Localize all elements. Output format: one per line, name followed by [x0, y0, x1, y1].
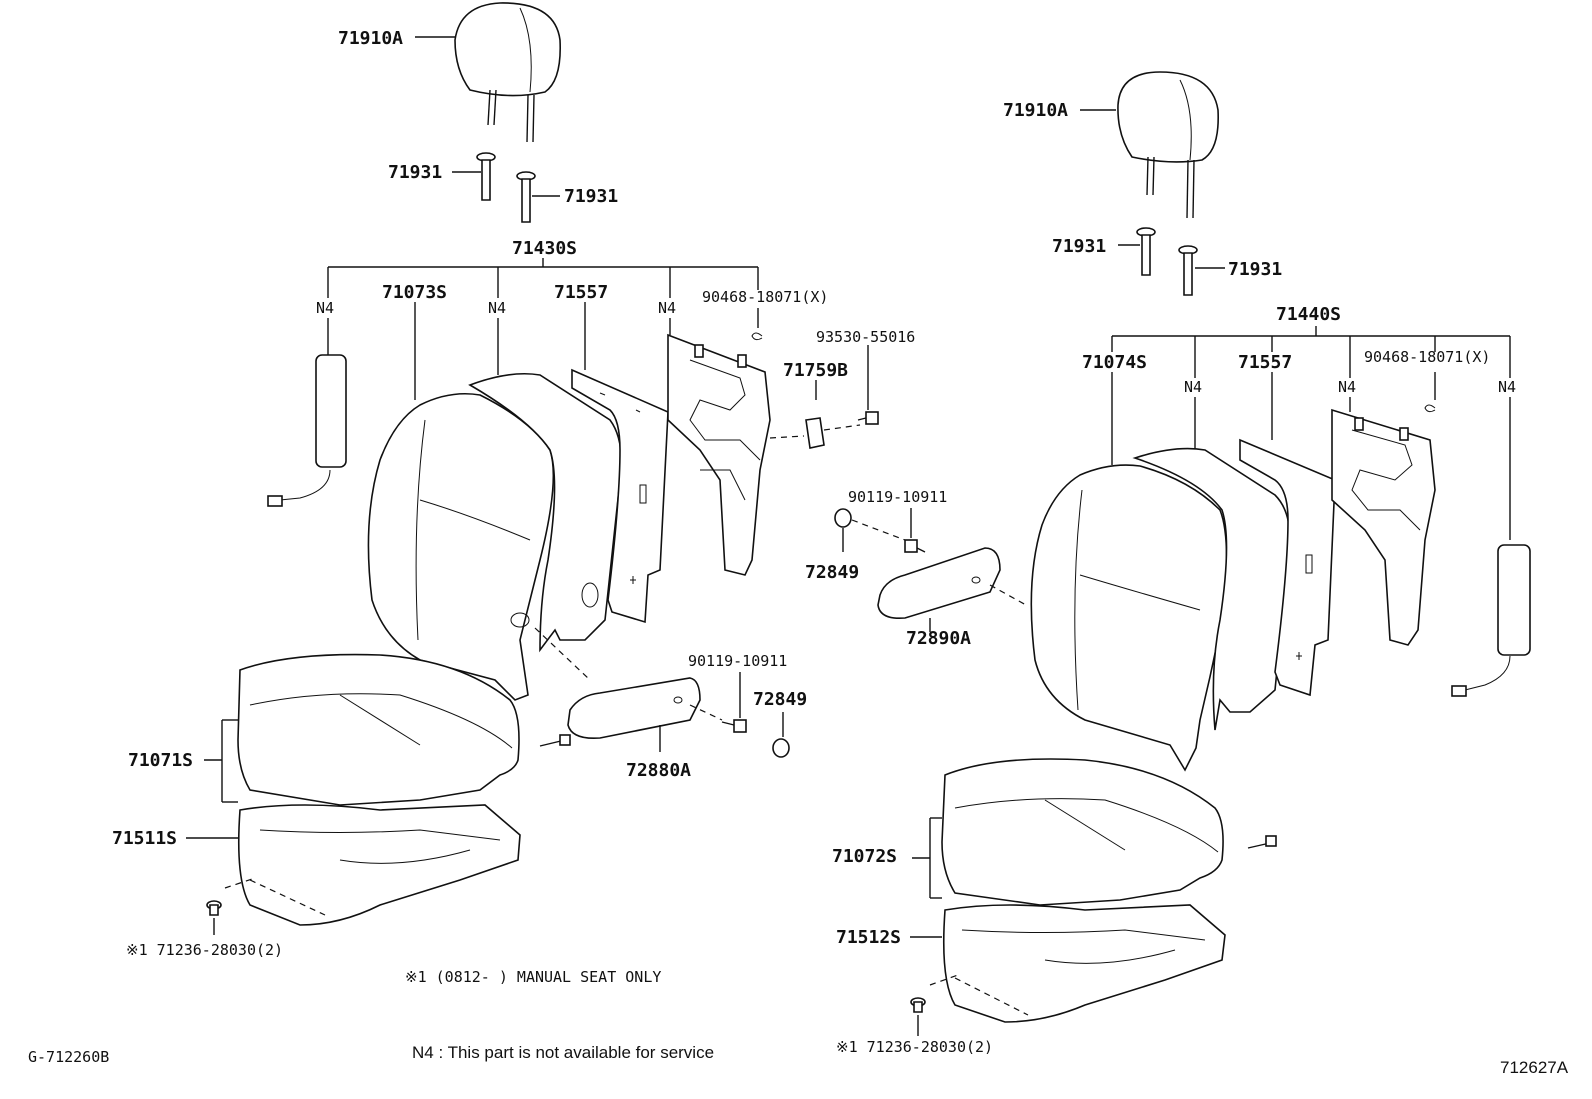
left-seatback-cover[interactable]: [367, 392, 555, 701]
left-side-airbag[interactable]: [267, 354, 347, 507]
left-armrest-bolt[interactable]: [721, 719, 747, 733]
left-seat-cushion[interactable]: [237, 653, 571, 806]
left-n4-1-label: N4: [316, 299, 334, 317]
right-n4-1-label: N4: [1184, 378, 1202, 396]
left-clip-label: 90468-18071(X): [702, 288, 828, 306]
right-seatback-frame[interactable]: [1331, 408, 1436, 646]
right-back-cover-label: 71074S: [1082, 352, 1147, 373]
right-bolt-label: 90119-10911: [848, 488, 947, 506]
left-armrest-cap[interactable]: [772, 738, 790, 758]
right-cushion-label: 71072S: [832, 846, 897, 867]
right-headrest-label: 71910A: [1003, 100, 1068, 121]
left-seatback-board[interactable]: [571, 368, 669, 624]
right-headrest-guide-1[interactable]: [1136, 227, 1156, 276]
left-headrest[interactable]: [454, 2, 562, 143]
right-back-assy-bracket: [1111, 326, 1511, 540]
right-cap-label: 72849: [805, 562, 859, 583]
right-reference-code: 712627A: [1500, 1058, 1569, 1077]
right-seatback-cover[interactable]: [1030, 464, 1228, 772]
left-headrest-label: 71910A: [338, 28, 403, 49]
right-headrest[interactable]: [1117, 71, 1219, 219]
left-n4-2-label: N4: [488, 299, 506, 317]
left-seatback-frame[interactable]: [667, 333, 771, 576]
right-armrest-label: 72890A: [906, 628, 971, 649]
right-headrest-guide-2[interactable]: [1178, 245, 1198, 296]
left-armrest-label: 72880A: [626, 760, 691, 781]
left-guide-2-label: 71931: [564, 186, 618, 207]
right-clip-label: 90468-18071(X): [1364, 348, 1490, 366]
left-back-pad-label: 71557: [554, 282, 608, 303]
left-cushion-bracket: [186, 719, 238, 839]
left-reference-code: G-712260B: [28, 1048, 109, 1066]
left-cushion-pad-label: 71511S: [112, 828, 177, 849]
right-labels: 71910A 71931 71931 71440S 71074S N4 7155…: [805, 100, 1516, 1056]
left-headrest-guide-2[interactable]: [516, 171, 536, 223]
left-cushion-label: 71071S: [128, 750, 193, 771]
footer-notes: ※1 (0812- ) MANUAL SEAT ONLY N4 : This p…: [28, 968, 1569, 1077]
left-headrest-guide-1[interactable]: [476, 152, 496, 201]
left-labels: 71910A 71931 71931 71430S N4 71073S N4 7…: [112, 28, 915, 959]
right-cushion-fastener[interactable]: [910, 997, 926, 1013]
right-fastener-label: ※1 71236-28030(2): [836, 1038, 993, 1056]
right-back-assy-label: 71440S: [1276, 304, 1341, 325]
left-guide-1-label: 71931: [388, 162, 442, 183]
left-cap-label: 72849: [753, 689, 807, 710]
left-cushion-fastener[interactable]: [206, 900, 222, 916]
right-armrest[interactable]: [877, 547, 1001, 620]
right-armrest-cap[interactable]: [834, 508, 852, 528]
right-n4-3-label: N4: [1498, 378, 1516, 396]
left-seat-cushion-pad[interactable]: [237, 804, 521, 926]
right-seatback-pad[interactable]: [1132, 447, 1291, 731]
left-back-cover-label: 71073S: [382, 282, 447, 303]
right-seatback-board[interactable]: [1239, 438, 1336, 697]
right-cushion-pad-label: 71512S: [836, 927, 901, 948]
right-seat-cushion-pad[interactable]: [943, 904, 1226, 1023]
right-guide-2-label: 71931: [1228, 259, 1282, 280]
right-back-pad-label: 71557: [1238, 352, 1292, 373]
right-cushion-bracket: [910, 817, 942, 938]
right-seat-group: [834, 71, 1531, 1036]
right-armrest-bolt[interactable]: [904, 539, 926, 553]
left-fastener-label: ※1 71236-28030(2): [126, 941, 283, 959]
left-bolt-label: 90119-10911: [688, 652, 787, 670]
n4-service-note: N4 : This part is not available for serv…: [412, 1043, 714, 1062]
left-knob-label: 71759B: [783, 360, 848, 381]
left-recliner-knob[interactable]: [805, 417, 825, 449]
left-back-assy-bracket: [327, 258, 869, 410]
left-armrest[interactable]: [567, 677, 701, 740]
right-seat-cushion[interactable]: [941, 758, 1277, 906]
right-guide-1-label: 71931: [1052, 236, 1106, 257]
right-n4-2-label: N4: [1338, 378, 1356, 396]
manual-seat-note: ※1 (0812- ) MANUAL SEAT ONLY: [405, 968, 661, 986]
right-side-airbag[interactable]: [1451, 544, 1531, 697]
left-seatback-pad[interactable]: [468, 372, 623, 653]
left-n4-3-label: N4: [658, 299, 676, 317]
left-back-assy-label: 71430S: [512, 238, 577, 259]
left-screw-label: 93530-55016: [816, 328, 915, 346]
left-screw[interactable]: [857, 411, 879, 425]
left-seat-group: [186, 2, 879, 935]
